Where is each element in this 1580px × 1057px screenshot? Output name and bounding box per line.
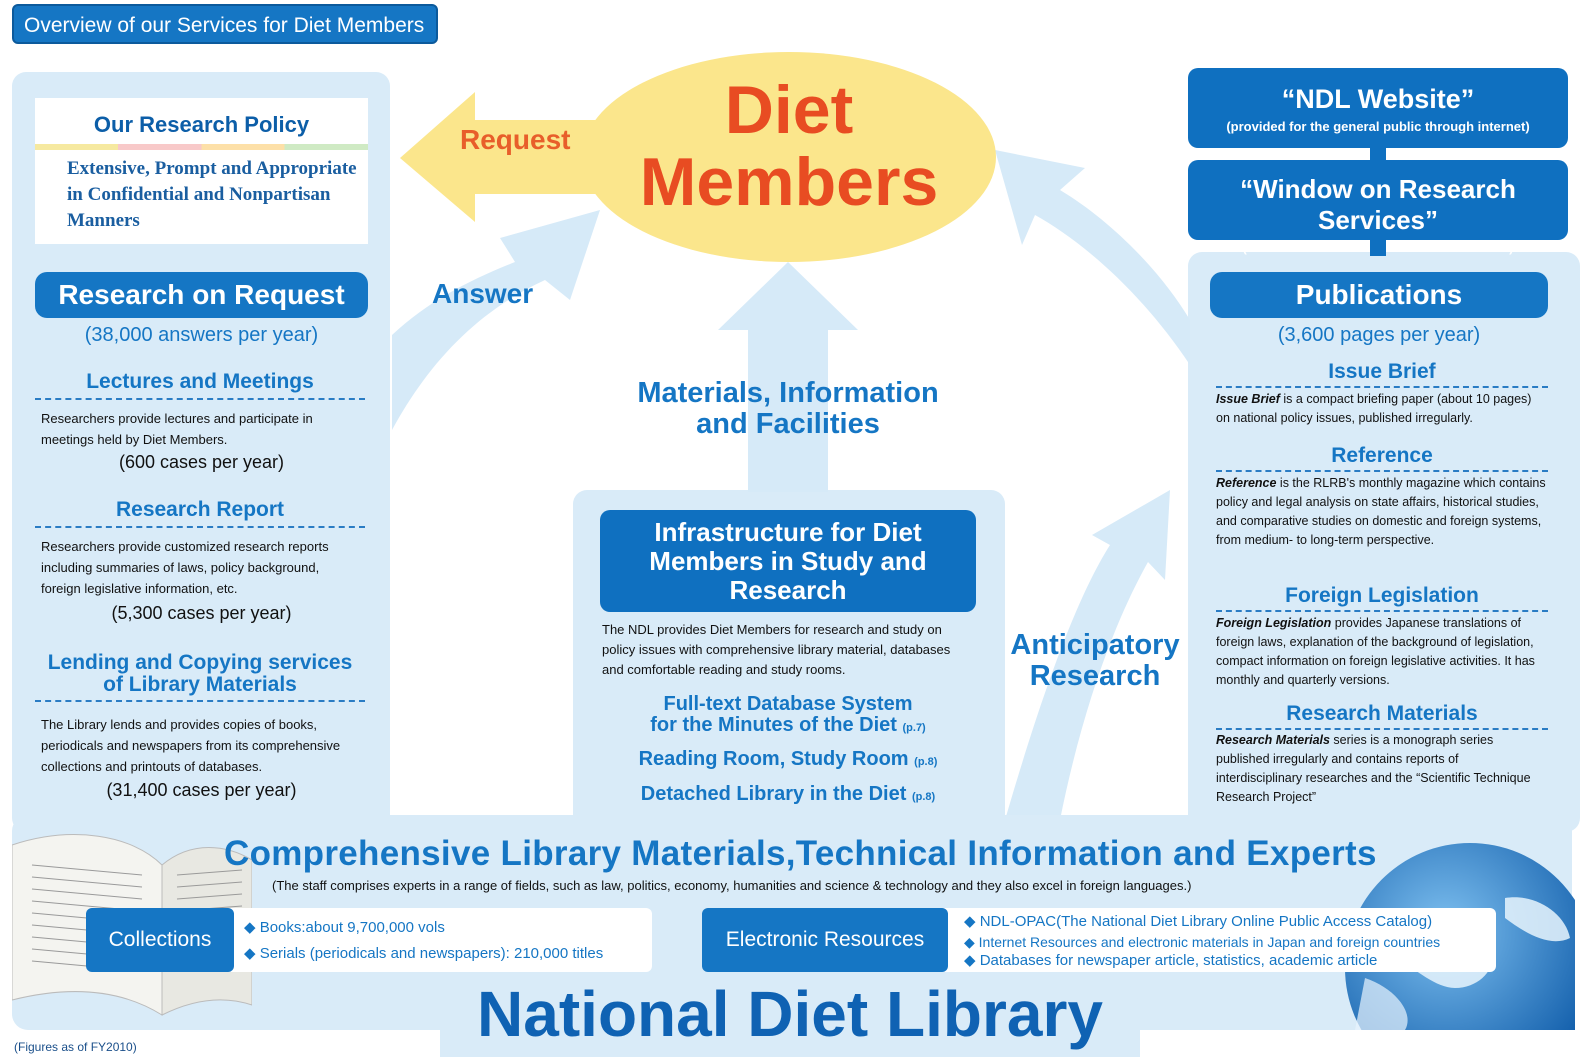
- window-connector: [1370, 240, 1386, 256]
- diet-members-title: Diet Members: [582, 74, 996, 218]
- ndl-website-title: “NDL Website”: [1281, 84, 1475, 114]
- header-tab: Overview of our Services for Diet Member…: [12, 4, 438, 44]
- electronic-item-2: ◆ Databases for newspaper article, stati…: [964, 952, 1378, 969]
- footnote: (Figures as of FY2010): [14, 1040, 137, 1054]
- reference-desc: Reference is the RLRB's monthly magazine…: [1216, 474, 1548, 550]
- infrastructure-title: Infrastructure for Diet Members in Study…: [600, 510, 976, 612]
- reading-room-item: Reading Room, Study Room (p.8): [600, 748, 976, 771]
- lending-title: Lending and Copying services of Library …: [35, 652, 365, 702]
- foreign-legislation-title: Foreign Legislation: [1216, 584, 1548, 612]
- materials-label: Materials, Information and Facilities: [637, 377, 939, 440]
- reference-text: is the RLRB's monthly magazine which con…: [1216, 476, 1546, 547]
- electronic-item-1-text: Internet Resources and electronic materi…: [978, 934, 1441, 950]
- anticipatory-label: Anticipatory Research: [1010, 629, 1180, 692]
- policy-title: Our Research Policy: [93, 112, 310, 137]
- window-research-title: “Window on Research Services”: [1240, 174, 1516, 235]
- reading-room-label: Reading Room, Study Room: [638, 748, 909, 770]
- lending-text: The Library lends and provides copies of…: [41, 717, 341, 774]
- ndl-website-box: “NDL Website” (provided for the general …: [1188, 68, 1568, 148]
- collections-item-1: ◆ Serials (periodicals and newspapers): …: [244, 945, 604, 962]
- ndl-website-sub: (provided for the general public through…: [1226, 119, 1530, 134]
- policy-color-stripe: [35, 144, 368, 150]
- research-on-request-title: Research on Request: [35, 272, 368, 318]
- research-report-count: (5,300 cases per year): [111, 603, 292, 623]
- research-materials-title: Research Materials: [1216, 702, 1548, 730]
- materials-arrow: [718, 262, 858, 492]
- research-materials-lead: Research Materials: [1216, 733, 1330, 747]
- fulltext-db-page: (p.7): [902, 722, 926, 734]
- lending-count: (31,400 cases per year): [106, 780, 297, 800]
- electronic-item-0: ◆ NDL-OPAC(The National Diet Library Onl…: [964, 913, 1433, 930]
- issue-brief-desc: Issue Brief is a compact briefing paper …: [1216, 390, 1548, 428]
- research-on-request-subtitle: (38,000 answers per year): [84, 324, 319, 346]
- fulltext-db-item: Full-text Database System for the Minute…: [600, 694, 976, 739]
- reference-title: Reference: [1216, 444, 1548, 472]
- diet-members-ellipse: [582, 52, 996, 262]
- electronic-item-0-text: NDL-OPAC(The National Diet Library Onlin…: [979, 913, 1433, 930]
- publications-subtitle: (3,600 pages per year): [1277, 324, 1481, 346]
- detached-library-item: Detached Library in the Diet (p.8): [600, 783, 976, 806]
- reference-lead: Reference: [1216, 476, 1277, 490]
- electronic-label: Electronic Resources: [702, 908, 948, 972]
- electronic-item-1: ◆ Internet Resources and electronic mate…: [964, 934, 1441, 950]
- foreign-legislation-lead: Foreign Legislation: [1216, 616, 1332, 630]
- research-materials-text: series is a monograph series published i…: [1216, 733, 1531, 804]
- collections-item-1-text: Serials (periodicals and newspapers): 21…: [259, 945, 604, 962]
- diet-members-line2: Members: [639, 144, 939, 220]
- policy-text: Extensive, Prompt and Appropriate in Con…: [67, 158, 357, 231]
- bottom-title: Comprehensive Library Materials,Technica…: [224, 834, 1377, 873]
- infrastructure-text: The NDL provides Diet Members for resear…: [602, 622, 951, 677]
- lectures-title: Lectures and Meetings: [35, 370, 365, 400]
- reading-room-page: (p.8): [914, 756, 938, 768]
- right-panel: [1188, 252, 1580, 832]
- foreign-legislation-text: provides Japanese translations of foreig…: [1216, 616, 1535, 687]
- detached-library-page: (p.8): [911, 791, 936, 803]
- research-report-title: Research Report: [35, 498, 365, 528]
- anticipatory-arrow: [1005, 490, 1170, 820]
- issue-brief-title: Issue Brief: [1216, 360, 1548, 388]
- ndl-title: National Diet Library: [477, 978, 1103, 1050]
- collections-label: Collections: [86, 908, 234, 972]
- issue-brief-lead: Issue Brief: [1216, 392, 1280, 406]
- website-connector: [1370, 148, 1386, 160]
- research-report-text: Researchers provide customized research …: [41, 539, 329, 596]
- lectures-text: Researchers provide lectures and partici…: [41, 411, 313, 447]
- detached-library-label: Detached Library in the Diet: [640, 783, 907, 805]
- issue-brief-text: is a compact briefing paper (about 10 pa…: [1216, 392, 1532, 425]
- publications-arrow: [995, 150, 1190, 365]
- research-materials-desc: Research Materials series is a monograph…: [1216, 731, 1548, 807]
- lectures-count: (600 cases per year): [118, 452, 285, 472]
- foreign-legislation-desc: Foreign Legislation provides Japanese tr…: [1216, 614, 1551, 690]
- research-policy-box: Our Research Policy Extensive, Prompt an…: [35, 98, 368, 244]
- diet-members-line1: Diet: [724, 72, 854, 148]
- request-arrow: [400, 92, 612, 222]
- ndl-title-bg: [440, 972, 1140, 1057]
- fulltext-db-label: Full-text Database System for the Minute…: [650, 693, 913, 736]
- electronic-item-2-text: Databases for newspaper article, statist…: [979, 952, 1378, 969]
- publications-title: Publications: [1210, 272, 1548, 318]
- answer-arrow: [392, 210, 600, 430]
- window-research-box: “Window on Research Services” (on the ex…: [1188, 160, 1568, 255]
- collections-item-0-text: Books:about 9,700,000 vols: [259, 919, 445, 936]
- request-label: Request: [460, 124, 571, 155]
- answer-label: Answer: [432, 278, 534, 309]
- bottom-note: (The staff comprises experts in a range …: [272, 878, 1192, 893]
- collections-item-0: ◆ Books:about 9,700,000 vols: [244, 919, 445, 936]
